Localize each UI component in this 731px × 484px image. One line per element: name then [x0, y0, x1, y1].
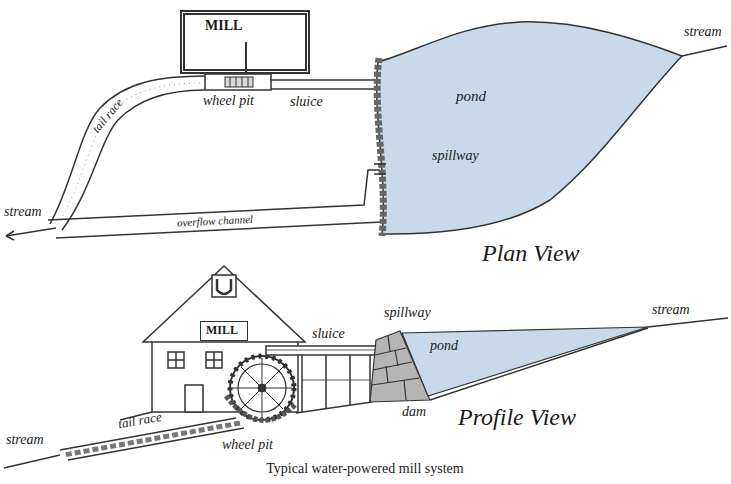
plan-stream-lines-part: [682, 46, 727, 56]
profile-sluice-part: [266, 350, 378, 351]
plan-sluice: [271, 80, 378, 89]
part-label: wheel pit: [203, 93, 254, 109]
plan-wheel-pit-part: [242, 77, 243, 87]
part-label: dam: [402, 404, 426, 420]
stream-label: stream: [652, 302, 690, 318]
view-title: Plan View: [482, 240, 580, 268]
figure-caption: Typical water-powered mill system: [266, 461, 463, 477]
profile-dam-part: [388, 336, 390, 351]
plan-mill-divider-part: [245, 42, 247, 72]
profile-mill-house-part: [168, 352, 184, 368]
plan-tail-race-part: [62, 90, 205, 230]
node-text: MILL: [205, 18, 242, 34]
pond-profile-shape: [394, 324, 650, 396]
profile-pond-bed-part: [648, 318, 728, 327]
node-text: MILL: [206, 323, 238, 338]
plan-overflow-channel-part: [48, 170, 380, 220]
profile-sluice: [266, 346, 378, 412]
plan-mill-divider: [246, 42, 247, 72]
profile-sluice-part: [325, 355, 327, 409]
part-label: overflow channel: [175, 213, 256, 229]
profile-mill-house-part: [206, 359, 222, 361]
profile-sluice-part: [326, 380, 350, 381]
mill-building-plan: MILL: [180, 10, 310, 74]
profile-mill-house-part: [206, 352, 222, 368]
pond-plan: pond: [372, 18, 684, 238]
node-text: pond: [430, 338, 458, 354]
profile-sluice-part: [302, 380, 326, 381]
profile-mill-house-part: [143, 266, 305, 342]
profile-dam-part: [372, 378, 419, 385]
profile-wheel-pit: [226, 396, 296, 420]
profile-dam-part: [386, 366, 388, 383]
profile-dam-part: [395, 350, 398, 366]
spillway-notch: [374, 164, 386, 174]
plan-sluice-part: [271, 88, 378, 90]
node-text: pond: [456, 88, 486, 105]
mill-sign: MILL: [200, 321, 248, 341]
pond-outline: [402, 327, 648, 396]
view-title: Profile View: [458, 404, 576, 432]
plan-tail-race: [50, 76, 205, 230]
pond-plan-shape: [372, 18, 684, 238]
plan-overflow-channel: [48, 170, 382, 238]
dam-stones: [377, 58, 383, 236]
profile-water-wheel-part: [258, 384, 266, 392]
profile-tail-race-part: [68, 428, 244, 460]
part-label: spillway: [384, 305, 431, 321]
plan-wheel-pit: [205, 74, 271, 90]
pond-outline: [377, 22, 682, 234]
part-label: spillway: [432, 148, 479, 164]
profile-mill-house-part: [185, 385, 203, 412]
profile-tail-race-part: [4, 455, 60, 468]
stream-label: stream: [4, 204, 42, 220]
plan-tail-race-part: [50, 76, 205, 224]
plan-wheel-pit-part: [236, 77, 237, 87]
profile-mill-house-part: [217, 279, 231, 294]
profile-mill-house-part: [168, 359, 184, 361]
part-label: wheel pit: [222, 437, 273, 453]
plan-tail-race-part: [56, 83, 205, 227]
part-label: sluice: [312, 326, 345, 342]
stream-label: stream: [6, 432, 44, 448]
plan-sluice-part: [271, 79, 378, 81]
profile-wheel-pit-part: [226, 396, 296, 420]
profile-tail-race-part: [64, 423, 240, 455]
profile-water-wheel-part: [241, 367, 283, 409]
profile-sluice-part: [266, 346, 378, 355]
plan-stream-lines-part: [6, 231, 14, 240]
part-label: sluice: [290, 94, 323, 110]
plan-wheel-pit-part: [225, 77, 253, 87]
profile-ground-part: [296, 402, 372, 413]
profile-dam-part: [373, 362, 412, 370]
profile-dam-part: [375, 348, 406, 355]
part-label: tail race: [117, 410, 163, 432]
plan-wheel-pit-part: [248, 77, 249, 87]
profile-mill-house-part: [212, 275, 236, 297]
profile-dam-part: [404, 380, 406, 400]
profile-water-wheel-part: [241, 367, 283, 409]
pond-profile: pond: [394, 324, 650, 396]
stream-label: stream: [684, 24, 722, 40]
profile-sluice-part: [350, 380, 370, 381]
plan-wheel-pit-part: [230, 77, 231, 87]
profile-sluice-part: [301, 355, 303, 412]
part-label: tail race: [90, 96, 126, 136]
plan-wheel-pit-part: [205, 74, 271, 90]
